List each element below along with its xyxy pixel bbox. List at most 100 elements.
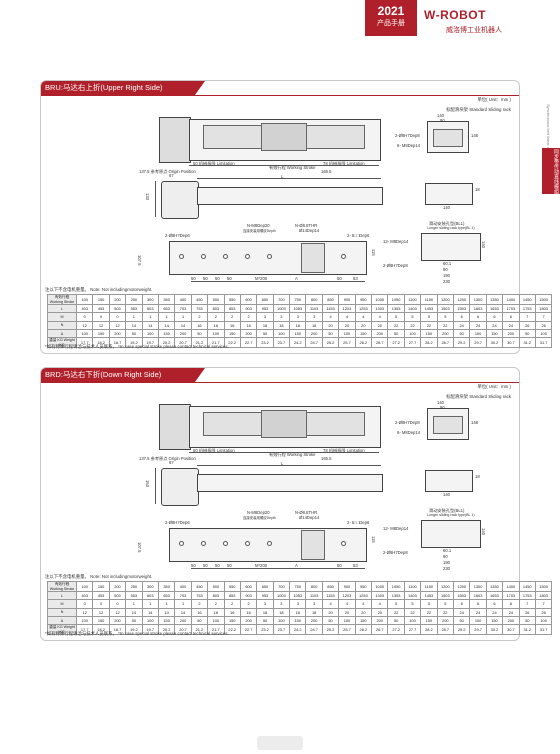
table-cell: 603: [141, 590, 159, 601]
brand-logo: W-ROBOT 威洛博工业机器人: [424, 6, 544, 36]
table-cell: 100: [338, 328, 356, 339]
table-cell: 4: [354, 312, 373, 322]
table-cell: 5: [403, 312, 422, 322]
dim-140b-label: 140: [443, 205, 450, 210]
table-cell: 1753: [518, 303, 536, 314]
table-cell: 26.2: [354, 624, 373, 636]
table-cell: 953: [256, 590, 274, 601]
table-cell: 2: [190, 599, 209, 609]
hole-dep-label: Ø14Dep14: [299, 515, 320, 520]
table-cell: 1400: [502, 581, 520, 592]
slide-title: 滑动安装孔型(BL1): [429, 221, 465, 226]
table-cell: 1403: [403, 590, 422, 601]
dim-line-top: [189, 165, 379, 166]
table-cell: 1500: [534, 294, 553, 305]
table-row-header: N: [47, 320, 77, 330]
tap4-label: 2-Ø8H7Dep8: [383, 263, 408, 268]
section-title: BRD:马达右下折(Down Right Side): [41, 368, 205, 382]
table-cell: 5: [436, 599, 454, 609]
table-cell: 22: [387, 607, 405, 617]
table-cell: 29.7: [469, 624, 487, 636]
dim-140b-label: 140: [443, 492, 450, 497]
slide-rack-view: [421, 520, 481, 548]
table-cell: 1150: [420, 581, 438, 592]
table-cell: 150: [92, 328, 110, 339]
table-cell: 200: [174, 328, 192, 339]
table-cell: 1: [141, 599, 159, 609]
table-cell: 453: [92, 590, 110, 601]
table-cell: 26: [534, 607, 553, 617]
table-cell: 100: [534, 328, 553, 339]
table-cell: 1503: [436, 303, 454, 314]
hole-thr-label: N-Ø8.8THR: [295, 510, 318, 515]
table-cell: 753: [190, 303, 209, 314]
dim-148-label: 148: [471, 133, 478, 138]
pin-label: 2-Ø8H7Dep6: [165, 233, 190, 238]
table-cell: 18: [305, 607, 323, 617]
table-cell: 703: [174, 303, 192, 314]
tap4-label: 2-Ø8H7Dep8: [383, 550, 408, 555]
table-cell: 950: [354, 581, 373, 592]
table-cell: 24: [485, 320, 504, 330]
table-cell: 5: [387, 599, 405, 609]
table-cell: 24.7: [305, 337, 323, 349]
dim-line-bottom: [191, 281, 365, 282]
table-cell: 150: [420, 615, 438, 626]
table-cell: 150: [157, 328, 176, 339]
page-number-box: [257, 736, 303, 750]
table-cell: 150: [485, 615, 504, 626]
table-cell: 1553: [452, 303, 471, 314]
table-cell: 14: [125, 607, 143, 617]
table-cell: 1403: [403, 303, 422, 314]
dim-18-label: 18: [475, 474, 480, 479]
table-cell: 18: [272, 320, 291, 330]
table-cell: 18: [272, 607, 291, 617]
table-cell: 403: [75, 303, 94, 314]
table-cell: 3: [289, 312, 307, 322]
table-cell: 31.2: [518, 624, 536, 636]
origin-label: 137.5 参考原点 Origin Position: [139, 169, 196, 174]
table-cell: 850: [321, 581, 340, 592]
table-cell: 1200: [436, 581, 454, 592]
section-panel: BRU:马达右上折(Upper Right Side) 单位( Unit：mm …: [40, 80, 553, 354]
table-cell: 1653: [485, 590, 504, 601]
table-cell: 22: [420, 320, 438, 330]
table-cell: 1353: [387, 590, 405, 601]
dim-90-label: 90: [440, 405, 445, 410]
table-cell: 2: [223, 599, 241, 609]
table-cell: 12: [108, 320, 127, 330]
dim-133-label: 133: [145, 193, 150, 200]
table-cell: 100: [75, 615, 94, 626]
table-cell: 7: [518, 599, 536, 609]
table-cell: 1153: [321, 303, 340, 314]
slider-plan: [301, 530, 325, 560]
motor-flange: [161, 468, 199, 506]
table-cell: 14: [174, 320, 192, 330]
dim-line-L: [197, 465, 381, 466]
bottom-dim-label: 53: [353, 563, 358, 568]
table-cell: 200: [502, 328, 520, 339]
mount-hole: [267, 541, 272, 546]
mount-hole: [245, 541, 250, 546]
section-panel: BRD:马达右下折(Down Right Side) 单位( Unit：mm )…: [40, 367, 553, 641]
table-cell: 300: [141, 294, 159, 305]
table-cell: 5: [420, 312, 438, 322]
table-cell: 24: [469, 320, 487, 330]
table-cell: 200: [371, 615, 389, 626]
table-cell: 50: [452, 328, 471, 339]
end-view-rail: [433, 129, 463, 147]
dim-148-label: 148: [471, 420, 478, 425]
table-cell: 3: [289, 599, 307, 609]
table-cell: 25.7: [338, 337, 356, 349]
right-dim-label: 60.1: [443, 548, 452, 553]
table-cell: 12: [108, 607, 127, 617]
table-cell: 600: [239, 294, 258, 305]
table-cell: 1753: [518, 590, 536, 601]
table-cell: 26.2: [354, 337, 373, 349]
limit-right-label: 78 机械极限 Limitation: [323, 161, 365, 166]
table-cell: 1: [125, 599, 143, 609]
table-cell: 903: [239, 590, 258, 601]
table-cell: 28.2: [420, 337, 438, 349]
table-cell: 5: [403, 599, 422, 609]
